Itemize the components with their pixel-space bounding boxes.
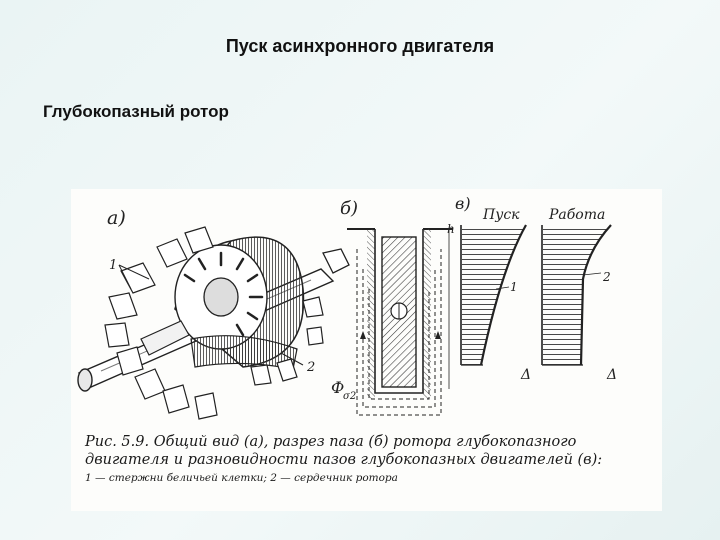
label-delta-right: Δ	[606, 367, 617, 383]
rotor-diagram: а) 1 2	[77, 194, 617, 420]
label-part-b: б)	[340, 198, 358, 219]
current-density-graphs: в) Пуск 1 Δ Работа 2 Δ	[455, 194, 617, 383]
caption-line-1: Рис. 5.9. Общий вид (а), разрез паза (б)…	[85, 434, 577, 450]
rotor-figure: а) 1 2	[71, 189, 662, 511]
label-rabota: Работа	[548, 207, 605, 223]
caption-line-2: двигателя и разновидности пазов глубокоп…	[85, 452, 603, 468]
label-delta-left: Δ	[520, 367, 531, 383]
slide-title: Пуск асинхронного двигателя	[225, 36, 495, 56]
label-num1-a: 1	[109, 258, 117, 273]
label-part-v: в)	[455, 194, 471, 213]
label-phi-sub: σ2	[343, 391, 356, 402]
label-part-a: а)	[107, 207, 126, 229]
label-phi: Ф	[331, 378, 344, 397]
label-num2-a: 2	[306, 360, 315, 375]
label-h: h	[447, 222, 455, 236]
slide-subtitle: Глубокопазный ротор	[43, 102, 229, 121]
rotor-general-view: а) 1 2	[77, 207, 350, 420]
slot-section: h б) Ф σ2	[331, 198, 455, 416]
caption-line-3: 1 — стержни беличьей клетки; 2 — сердечн…	[85, 472, 398, 484]
label-num2-v: 2	[602, 270, 611, 284]
figure-caption: Рис. 5.9. Общий вид (а), разрез паза (б)…	[85, 433, 655, 484]
label-pusk: Пуск	[482, 207, 520, 223]
label-num1-v: 1	[510, 280, 518, 294]
